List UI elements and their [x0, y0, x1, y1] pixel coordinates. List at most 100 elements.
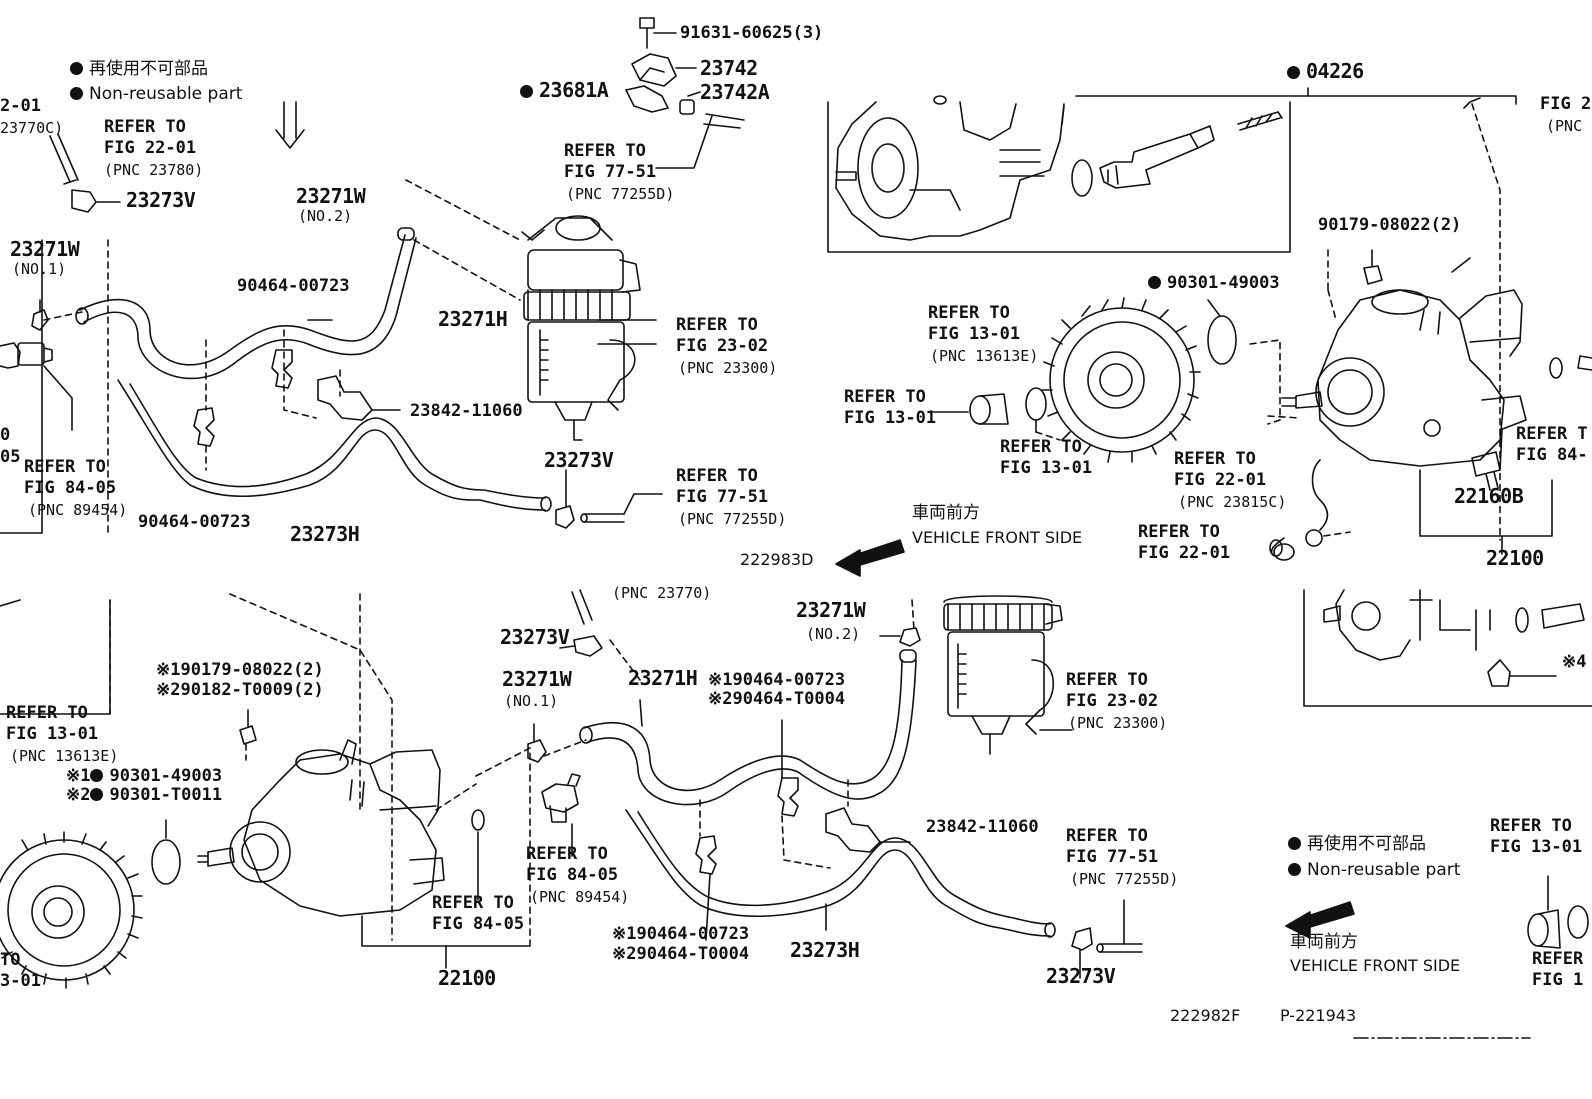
label-90301-49003-top: 90301-49003: [1148, 275, 1280, 292]
ref-label-13613e-bottom-fig: FIG 13-01: [6, 724, 99, 744]
ref-label-77255d-bottom-head: REFER TO: [1066, 826, 1148, 846]
front-side-jp-bottom: 車両前方: [1290, 932, 1358, 952]
ref-label-23780-fig: FIG 22-01: [104, 138, 197, 158]
fragment-pnc-23770c: 23770C): [0, 119, 64, 137]
supply-pump-bottom: [197, 739, 445, 917]
o-ring-13-01-top: [1025, 387, 1047, 421]
ref-label-89454-top-fig: FIG 84-05: [24, 478, 117, 498]
ref-label-13613e-top-fig: FIG 13-01: [928, 324, 1021, 344]
ref-label-13613e-bottom-pnc: (PNC 13613E): [10, 747, 119, 765]
non-reusable-dot-icon: [1148, 276, 1161, 289]
union-23742a: [625, 85, 745, 169]
fragment-0: 0: [0, 425, 11, 445]
label-91631-60625: 91631-60625(3): [680, 23, 824, 43]
frame-bottom-left: [0, 599, 111, 715]
ref-label-89454-bottom-pnc: (PNC 89454): [530, 888, 630, 906]
non-reusable-dot-icon: [1288, 863, 1301, 876]
ref-label-oring-top-head: REFER TO: [1000, 437, 1082, 457]
ref-label-77255d-top1-fig: FIG 77-51: [564, 162, 657, 182]
figure-id-bottom: 222982F: [1170, 1006, 1241, 1025]
bracket-23742: [631, 53, 697, 87]
note-jp-top: 再使用不可部品: [70, 61, 208, 78]
label-04226: 04226: [1287, 61, 1364, 81]
ref-label-77255d-top1-head: REFER TO: [564, 141, 646, 161]
bolt-23770: [571, 589, 593, 625]
label-x2-90464-upper: ※290464-T0004: [708, 689, 846, 709]
clamp-23271w-no1-bottom: [527, 739, 547, 763]
pressure-sensor-top: [0, 342, 73, 399]
bolt-91631-top: [639, 17, 677, 49]
collar-13-01-bottom: [1527, 875, 1561, 949]
pump-sketch-lower-right: [1323, 589, 1585, 687]
label-23271h-top: 23271H: [438, 307, 508, 331]
label-23271w-top-left: 23271W: [10, 237, 80, 261]
hose-23271h-top: [75, 227, 417, 380]
ref-label-23780-pnc: (PNC 23780): [104, 161, 204, 179]
label-x2-90464-lower: ※290464-T0004: [612, 944, 750, 964]
ref-label-89454-top-pnc: (PNC 89454): [28, 501, 128, 519]
label-23271w-bottom-no2: 23271W: [796, 598, 866, 622]
o-ring-right-edge: [1549, 357, 1563, 379]
wire-harness-23815c: [1269, 459, 1329, 561]
label-90464-00723-top-lower: 90464-00723: [138, 512, 251, 532]
label-x1-90179-08022: ※190179-08022(2): [156, 660, 324, 680]
label-23273v-top-mid: 23273V: [544, 448, 614, 472]
hose-23273h-top: [117, 379, 552, 512]
label-23273v-top-left: 23273V: [126, 188, 196, 212]
pressure-sensor-bottom: [541, 773, 581, 857]
ref-label-23300-top-pnc: (PNC 23300): [678, 359, 778, 377]
hose-23273h-bottom: [625, 809, 1056, 938]
ref-label-collar-bottom-fig: FIG 13-01: [1490, 837, 1583, 857]
label-no2-bottom: (NO.2): [806, 625, 861, 643]
ref-label-22-01-lower-fig: FIG 22-01: [1138, 543, 1231, 563]
bracket-23842-top: [317, 375, 373, 421]
engine-block-sketch: [835, 95, 1065, 241]
page-id: P-221943: [1280, 1006, 1357, 1025]
bolt-23780: [49, 133, 79, 185]
o-ring-90301-bottom: [151, 839, 181, 885]
ref-label-collar-top-fig: FIG 13-01: [844, 408, 937, 428]
ref-label-23300-bottom-pnc: (PNC 23300): [1068, 714, 1168, 732]
fragment-refer: REFER: [1532, 949, 1584, 969]
dashed-leaders-bottom-left: [109, 593, 531, 941]
fragment-x4: ※4: [1562, 652, 1587, 672]
label-23271h-bottom: 23271H: [628, 666, 698, 690]
note-en-bottom: Non-reusable part: [1288, 862, 1460, 879]
label-23742a: 23742A: [700, 82, 770, 99]
ref-label-13613e-top-pnc: (PNC 13613E): [930, 347, 1039, 365]
suction-control-valve-04226: [1071, 111, 1283, 197]
clip-90464-bottom-lower: [695, 835, 717, 875]
clamp-23273v-top-mid: [555, 505, 575, 529]
fragment-3-01: 3-01: [0, 971, 41, 991]
o-ring-84-05-bottom: [471, 809, 485, 831]
dashed-leaders-top-right: [1035, 103, 1501, 541]
ref-label-89454-bottom-head: REFER TO: [526, 844, 608, 864]
ref-label-89454-top-head: REFER TO: [24, 457, 106, 477]
fuel-filter-bottom: [943, 595, 1073, 755]
ref-label-84-05-bottom-fig: FIG 84-05: [432, 914, 525, 934]
label-23273v-bottom-upper: 23273V: [500, 625, 570, 649]
dashed-leaders-top-left: [43, 179, 521, 534]
top-right-frame: [827, 101, 1291, 253]
nut-90179-bottom: [239, 725, 257, 745]
ref-label-77255d-top2-fig: FIG 77-51: [676, 487, 769, 507]
non-reusable-dot-icon: [70, 87, 83, 100]
ref-label-23815c-pnc: (PNC 23815C): [1178, 493, 1287, 511]
hose-23271h-bottom: [579, 649, 917, 806]
clip-90464-bottom-upper: [777, 777, 799, 817]
collar-13-01-top: [927, 393, 1009, 425]
label-90464-00723-top-upper: 90464-00723: [237, 276, 350, 296]
label-23271w-top-mid: 23271W: [296, 184, 366, 208]
label-no2-top-mid: (NO.2): [298, 207, 353, 225]
ref-label-23780-head: REFER TO: [104, 117, 186, 137]
front-side-en-top: VEHICLE FRONT SIDE: [912, 528, 1083, 547]
label-x1-90464-upper: ※190464-00723: [708, 670, 846, 690]
pipe-end-77255d-top: [580, 493, 663, 523]
ref-label-23815c-fig: FIG 22-01: [1174, 470, 1267, 490]
label-22100-bottom: 22100: [438, 966, 496, 990]
ref-label-23300-bottom-fig: FIG 23-02: [1066, 691, 1159, 711]
clamp-23271w-no1-top: [31, 309, 49, 331]
